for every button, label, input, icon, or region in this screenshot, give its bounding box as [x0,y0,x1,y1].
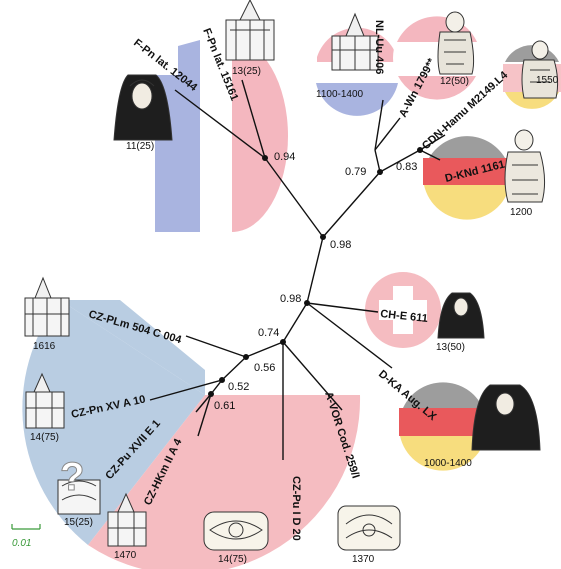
support-056: 0.56 [254,362,275,374]
austria-red-bottom [398,76,476,100]
netherlands-blue-band [316,83,398,116]
support-094: 0.94 [274,151,295,163]
saint-figure-austria [437,11,475,75]
church-drawing-1616 [24,276,70,337]
note-1100-1400: 1100-1400 [316,89,364,100]
branch-avor [282,341,343,411]
czech-blue-top-sector [60,300,205,395]
illustrations [24,0,559,551]
swiss-cross-horizontal [379,300,427,320]
node-098-top [320,234,326,240]
branch-dka [306,302,393,369]
church-drawing-2 [331,12,379,71]
tree-nodes [208,147,423,397]
church-drawing-left-mid [25,372,65,429]
support-083: 0.83 [396,161,417,173]
church-drawing-1 [225,0,275,61]
branch-fr-15161 [241,79,266,159]
node-094 [262,155,268,161]
support-098-top: 0.98 [330,239,351,251]
support-052: 0.52 [228,381,249,393]
annotations: 11(25) 13(25) 1100-1400 12(50) 1550 1200… [30,66,559,565]
node-074 [280,339,286,345]
branch-upper-to-right [322,171,381,238]
leaf-czpu-id20: CZ-Pu I D 20 [290,476,302,541]
branch-root-to-upper [306,236,324,304]
note-1616: 1616 [33,341,56,352]
ornate-frame-drawing [203,511,269,551]
node-079 [377,169,383,175]
germany-low-grey [403,382,483,408]
branch-czpuxvii [195,393,212,413]
note-12-50: 12(50) [440,76,469,87]
ornament-drawing-15-25 [57,479,101,515]
branch-ch [306,302,379,313]
note-14-75-bottom: 14(75) [218,554,247,565]
germany-mid-gold [424,185,510,220]
branch-czpn [149,379,223,401]
germany-mid-red [423,158,511,185]
node-098-mid [304,300,310,306]
note-11-25: 11(25) [126,141,154,152]
saint-figure-right-mid [504,129,546,203]
note-1370: 1370 [352,554,375,565]
branch-mid-to-074 [282,302,308,343]
branch-fr-12044 [174,89,266,159]
branch-czhkm [197,393,212,437]
support-098-mid: 0.98 [280,293,301,305]
note-1000-1400: 1000-1400 [424,458,472,469]
support-074: 0.74 [258,327,279,339]
saint-figure-right-top [521,40,559,99]
branch-dknd [419,149,441,161]
note-13-25: 13(25) [232,66,261,77]
ornate-frame-drawing-1370 [337,505,401,551]
note-15-25: 15(25) [64,517,93,528]
nun-portrait-left [113,74,173,141]
branch-to-083 [379,149,421,173]
france-red-half [232,40,288,232]
branch-czplm [185,335,247,358]
note-14-75-left: 14(75) [30,432,59,443]
germany-low-gold [400,436,486,471]
scale-bar: 0.01 [11,524,41,549]
node-083 [417,147,423,153]
note-1550: 1550 [536,75,559,86]
nun-portrait-lower [471,384,541,451]
node-056 [243,354,249,360]
support-079: 0.79 [345,166,366,178]
germany-mid-grey [429,136,505,158]
branch-cdn [419,134,446,151]
branch-right-up [374,149,381,173]
nun-portrait-swiss [437,292,485,339]
branch-nl [374,99,384,151]
tree-branches [149,79,446,460]
branch-awn [374,117,401,151]
support-061: 0.61 [214,400,235,412]
support-values: 0.94 0.79 0.83 0.98 0.98 0.74 0.56 0.52 … [214,151,417,412]
note-1470: 1470 [114,550,137,561]
leaf-che-611: CH-E 611 [380,308,429,325]
node-061 [208,391,214,397]
church-drawing-1470 [107,492,147,547]
note-1200: 1200 [510,207,533,218]
scale-bar-label: 0.01 [12,538,31,549]
node-052 [219,377,225,383]
branch-056-to-052 [221,356,247,381]
czech-red-sector [88,395,361,569]
branch-upper-to-fr [264,157,324,238]
note-13-50: 13(50) [436,342,465,353]
branch-074-to-056 [245,341,284,358]
leaf-nluu-406: NL-Uu 406 [373,20,385,74]
question-mark-glyph: ? [60,455,84,499]
germany-low-red [399,408,487,436]
